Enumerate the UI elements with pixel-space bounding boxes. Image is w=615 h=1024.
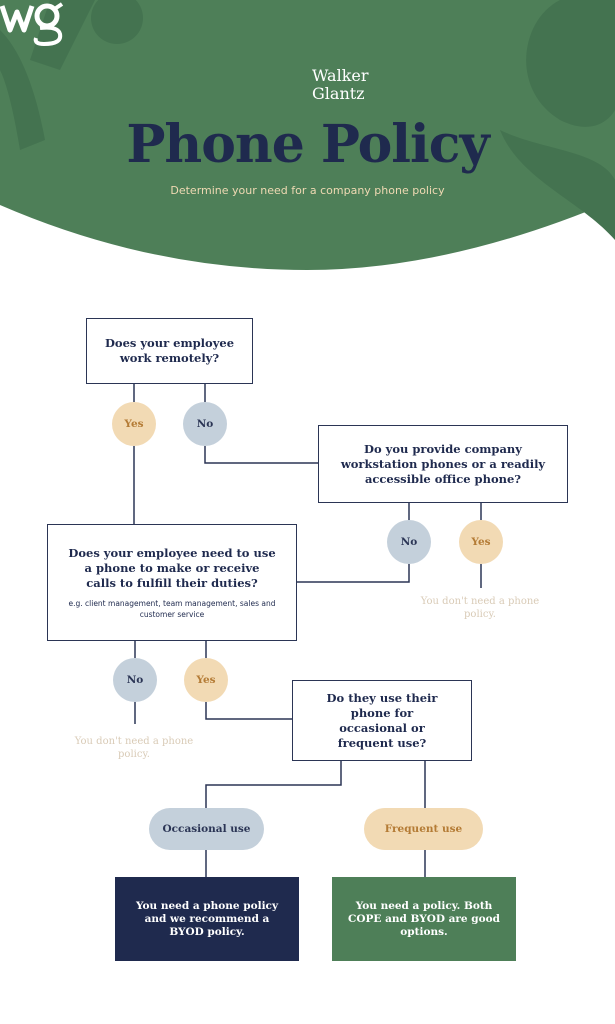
logo-wordmark: Walker Glantz (312, 67, 369, 103)
page-subtitle: Determine your need for a company phone … (170, 184, 445, 197)
question-workstation-phones: Do you provide company workstation phone… (318, 425, 568, 503)
connector-q4-occasional (205, 760, 342, 808)
question-need-phone-example: e.g. client management, team management,… (68, 598, 276, 619)
option-occasional-use: Occasional use (149, 808, 264, 850)
connector-q3yes-q4 (205, 702, 292, 720)
result-byod-policy-text: You need a phone policy and we recommend… (135, 899, 279, 938)
page-title: Phone Policy (126, 114, 489, 175)
q3-yes-circle: Yes (184, 658, 228, 702)
question-work-remotely: Does your employee work remotely? (86, 318, 253, 384)
walker-glantz-logo-icon (0, 2, 64, 46)
result-cope-or-byod: You need a policy. Both COPE and BYOD ar… (332, 877, 516, 961)
question-usage-frequency: Do they use their phone for occasional o… (292, 680, 472, 761)
q3-no-no-policy-note: You don't need a phone policy. (74, 736, 194, 760)
option-frequent-use: Frequent use (364, 808, 483, 850)
question-need-phone-text: Does your employee need to use a phone t… (68, 545, 276, 590)
q2-no-circle: No (387, 520, 431, 564)
question-work-remotely-text: Does your employee work remotely? (104, 336, 235, 365)
connector-no-q2 (204, 446, 318, 464)
q2-yes-circle: Yes (459, 520, 503, 564)
q1-yes-circle: Yes (112, 402, 156, 446)
header-background (0, 0, 615, 270)
header-banner: Walker Glantz Phone Policy Determine you… (0, 0, 615, 290)
question-need-phone: Does your employee need to use a phone t… (47, 524, 297, 641)
logo-line-glantz: Glantz (312, 84, 365, 103)
logo-line-walker: Walker (312, 66, 369, 85)
question-usage-frequency-text: Do they use their phone for occasional o… (326, 690, 438, 750)
q3-no-circle: No (113, 658, 157, 702)
result-byod-policy: You need a phone policy and we recommend… (115, 877, 299, 961)
q1-no-circle: No (183, 402, 227, 446)
q2-yes-no-policy-note: You don't need a phone policy. (420, 596, 540, 620)
question-workstation-phones-text: Do you provide company workstation phone… (340, 441, 546, 486)
result-cope-or-byod-text: You need a policy. Both COPE and BYOD ar… (348, 899, 500, 938)
connector-q2no-q3 (297, 564, 410, 583)
